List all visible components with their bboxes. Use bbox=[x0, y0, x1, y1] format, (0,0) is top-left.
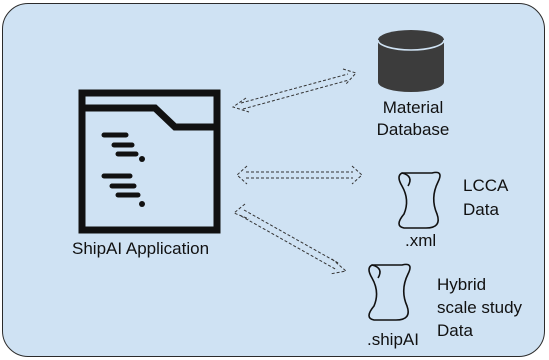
arrow-app-to-lcca bbox=[236, 165, 363, 185]
hybrid-label-line2: scale study bbox=[437, 298, 523, 317]
diagram-panel bbox=[2, 3, 545, 357]
arrow-app-to-hybrid bbox=[233, 203, 348, 275]
lcca-extension: .xml bbox=[405, 231, 437, 250]
hybrid-label-line3: Data bbox=[437, 321, 473, 340]
database-label-line2: Database bbox=[376, 120, 450, 139]
lcca-file-icon bbox=[398, 171, 441, 229]
database-label-line1: Material bbox=[382, 98, 444, 117]
app-label: ShipAI Application bbox=[72, 239, 210, 258]
app-folder-icon bbox=[78, 89, 221, 234]
database-cylinder-icon bbox=[377, 30, 445, 92]
hybrid-extension: .shipAI bbox=[367, 330, 419, 349]
hybrid-file-icon bbox=[368, 263, 411, 321]
lcca-label-line2: Data bbox=[463, 200, 499, 219]
arrow-app-to-database bbox=[231, 68, 357, 113]
hybrid-label-line1: Hybrid bbox=[437, 275, 487, 294]
app-list-lines-icon bbox=[101, 132, 145, 207]
lcca-label-line1: LCCA bbox=[463, 176, 509, 195]
